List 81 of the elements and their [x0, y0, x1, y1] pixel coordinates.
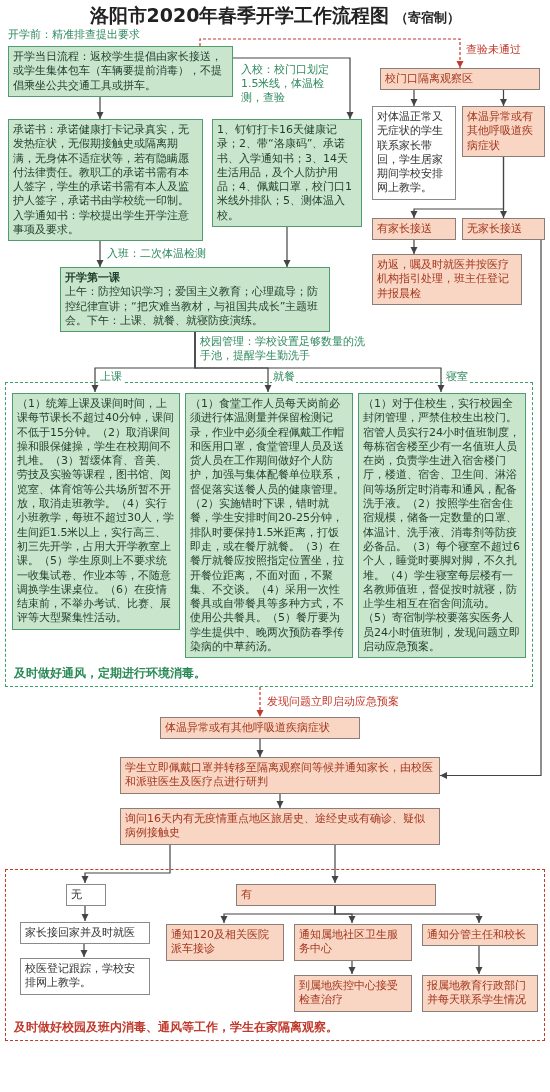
alert-box	[294, 924, 412, 961]
arrow	[283, 226, 291, 268]
box-text: 1、钉钉打卡16天健康记录；2、带“洛康码”、承诺书、入学通知书；3、14天生活用品，及个人防护用品；4、佩戴口罩，校门口1米线外排队；5、测体温入校。	[217, 123, 353, 224]
alert-box	[294, 975, 412, 1012]
note-box	[66, 884, 106, 907]
arrow	[439, 239, 542, 779]
arrow	[194, 331, 445, 393]
dashed-arrow	[199, 38, 464, 69]
edge-label: 查验未通过	[465, 43, 522, 57]
box-text: （1）统筹上课及课间时间，上课每节课长不超过40分钟，课间不低于15分钟。（2）取消课间操和眼保健操，学生在校期间不扎堆。（3）暂缓体育、音美、劳技及实验等课程，图书馆、阅览室、体育馆等公共场所暂不开放，取消走班教学。（4）实行小班教学，每班不超过30人，学生间距1.5米以上，实行高三、初三先开学，占用大开学教室上课。（5）学生原则上不要求统一收集试卷、作业本等，不随意调换学生课桌位。（6）在疫情结束前，不举办考试、比赛、展评等大型聚集性活动。	[17, 397, 175, 626]
box-text: 校门口隔离观察区	[385, 72, 474, 87]
diagram-title: 洛阳市2020年春季开学工作流程图	[89, 4, 390, 26]
edge-label: 上课	[99, 370, 123, 384]
arrow	[81, 844, 171, 884]
box-text: 家长接回家并及时就医	[25, 926, 136, 941]
arrow	[232, 57, 354, 120]
edge-label: 就餐	[272, 370, 296, 384]
box-text: 到属地疾控中心接受检查治疗	[299, 979, 399, 1008]
box-text: 通知120及相关医院派车接诊	[171, 928, 270, 957]
note-text: 校园管理：学校设置足够数量的洗手池，提醒学生勤洗手	[200, 335, 365, 363]
box-text: 体温异常或有其他呼吸道疾病症状	[165, 721, 331, 736]
alert-box	[462, 218, 545, 241]
box-text: （1）对于住校生，实行校园全封闭管理，严禁住校生出校门。宿管人员实行24小时值班制度，每栋宿舍楼至少有一名值班人员在岗，负责学生进入宿舍楼门厅，楼道、宿舍、卫生间、淋浴间等场所定时消毒和通风，配备洗手液。（2）按照学生宿舍住宿规模，储备一定数量的口罩、体温计、洗手液、消毒剂等防疫必备品。（3）每个寝室不超过6个人，睡觉时要脚对脚，不久扎堆。（4）学生寝室每层楼有一名教师值班，督促按时就寝，防止学生相互在宿舍间流动。（5）寄宿制学校要落实医务人员24小时值班制，发现问题立即启动应急预案。	[363, 397, 521, 655]
note-box	[372, 106, 456, 200]
group-caption: 及时做好校园及班内消毒、通风等工作，学生在家隔离观察。	[14, 1020, 339, 1036]
alert-box	[422, 924, 538, 947]
box-text: 无	[71, 888, 83, 903]
box-text: 无家长接送	[467, 222, 523, 237]
box-text: 上午：防控知识学习；爱国主义教育；心理疏导；防控纪律宣讲；“把灾难当教材，与祖国共成长”主题班会。下午：上课、就餐、就寝防疫演练。	[65, 285, 320, 329]
box-text: 承诺书：承诺健康打卡记录真实，无发热症状，无假期接触史或隔离期满，无身体不适症状等，若有隐瞒愿付法律责任。教职工的承诺书需有本人签字，学生的承诺书需有本人及监护人签字，承诺书由学校统一印制。入学通知书：学校提出学生开学注意事项及要求。	[13, 123, 190, 238]
edge-label: 发现问题立即启动应急预案	[266, 695, 400, 709]
arrow	[81, 904, 89, 922]
box-text: 学生立即佩戴口罩并转移至隔离观察间等候并通知家长，由校医和派驻医生及医疗点进行研判	[125, 761, 434, 790]
dashed-group-frame	[5, 382, 533, 687]
alert-box	[120, 808, 440, 845]
process-box	[212, 119, 362, 228]
arrow	[334, 904, 483, 924]
alert-box	[372, 218, 456, 241]
box-text: 有	[241, 888, 253, 903]
arrow	[276, 793, 284, 809]
alert-box	[120, 757, 440, 794]
edge-label: 寝室	[445, 370, 469, 384]
arrow	[475, 944, 483, 975]
arrow	[80, 942, 88, 958]
alert-box	[462, 106, 545, 157]
group-caption: 及时做好通风，定期进行环境消毒。	[14, 666, 207, 682]
arrow	[500, 89, 507, 107]
box-text: 体温异常或有其他呼吸道疾病症状	[467, 110, 534, 153]
box-text: 通知分管主任和校长	[427, 928, 527, 943]
arrow	[410, 239, 418, 255]
process-box	[60, 267, 330, 333]
box-text: 校医登记跟踪，学校安排网上教学。	[25, 962, 136, 991]
edge-label: 入班：二次体温检测	[106, 247, 207, 261]
dashed-group-frame	[5, 869, 545, 1041]
alert-box	[236, 884, 436, 907]
alert-box	[166, 924, 284, 961]
box-text: 询问16天内有无疫情重点地区旅居史、途经史或有确诊、疑似病例接触史	[125, 812, 426, 841]
arrow	[348, 959, 356, 975]
arrow	[96, 96, 104, 120]
note-box	[20, 922, 150, 945]
arrow	[410, 89, 418, 107]
process-box	[8, 119, 203, 242]
box-heading: 开学第一课	[65, 271, 121, 286]
arrow	[256, 738, 264, 758]
alert-box	[422, 975, 538, 1012]
arrow	[410, 156, 505, 219]
dashed-arrow	[256, 686, 264, 718]
process-box	[8, 46, 233, 97]
alert-box	[160, 717, 360, 740]
box-text: （1）食堂工作人员每天岗前必须进行体温测量并保留检测记录，作业中必须全程佩戴工作帽和医用口罩，食堂管理人员及送货人员在工作期间做好个人防护，加强与集体配餐单位联系，督促落实送餐人员的健康管理。（2）实施错时下课，错时就餐，学生安排时间20-25分钟，排队时要保持1.5米距离，打饭即走，或在餐厅就餐。（3）在餐厅就餐应按照指定位置坐，拉开餐位距离，不面对面，不聚集、不交谈。（4）采用一次性餐具或自带餐具等多种方式，不使用公共餐具。（5）餐厅要为学生提供中、晚两次预防春季传染病的中草药汤。	[190, 397, 345, 655]
box-text: 开学当日流程：返校学生提倡由家长接送，或学生集体包车（车辆要提前消毒），不提倡乘坐公共交通工具或拼车。	[13, 50, 223, 93]
alert-box	[372, 254, 522, 305]
box-text: 劝返，嘱及时就医并按医疗机构指引处理，班主任登记并报晨检	[377, 258, 510, 301]
arrow	[331, 844, 339, 884]
arrow	[96, 240, 104, 268]
box-text: 有家长接送	[377, 222, 433, 237]
box-text: 报属地教育行政部门并每天联系学生情况	[427, 979, 527, 1008]
alert-box	[380, 68, 540, 91]
box-text: 通知属地社区卫生服务中心	[299, 928, 399, 957]
note-box	[20, 958, 150, 995]
box-text: 对体温正常又无症状的学生联系家长带回，学生居家期间学校安排网上教学。	[377, 110, 444, 196]
